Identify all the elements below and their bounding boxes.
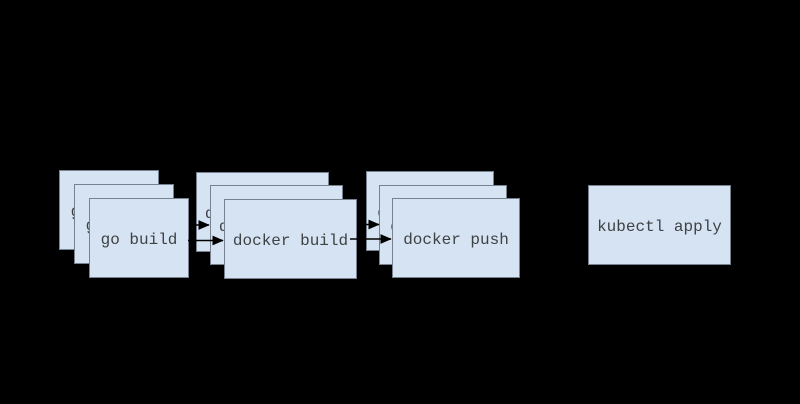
stage-box-kubectl-apply: kubectl apply <box>588 185 731 265</box>
stage-label-kubectl-apply: kubectl apply <box>597 218 722 236</box>
stage-box-go-build-front: go build <box>89 198 189 278</box>
stage-label-go-build-front: go build <box>100 231 178 249</box>
stage-box-docker-push-front: docker push <box>392 198 520 278</box>
stage-label-docker-build-front: docker build <box>232 232 349 250</box>
stage-box-docker-build-front: docker build <box>224 199 357 279</box>
stage-label-docker-push-front: docker push <box>403 231 509 249</box>
